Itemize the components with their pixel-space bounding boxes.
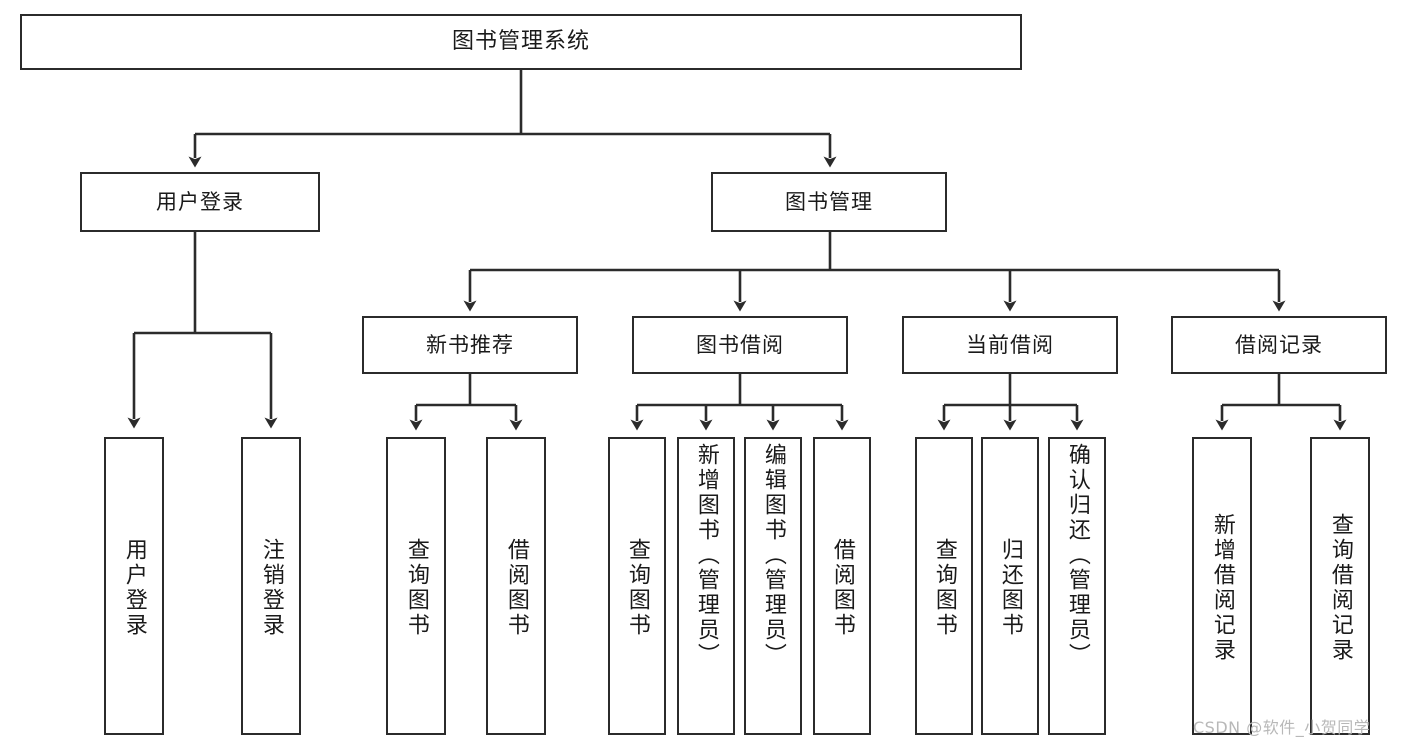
node-label: 当前借阅: [966, 332, 1054, 357]
node-current-borrow[interactable]: 当前借阅: [902, 316, 1118, 374]
node-label: 图书管理: [785, 189, 873, 214]
leaf-query-book-borrow[interactable]: 查询图书: [608, 437, 666, 735]
node-label: 新书推荐: [426, 332, 514, 357]
node-new-book-recommend[interactable]: 新书推荐: [362, 316, 578, 374]
node-label: 确认归还（管理员）: [1064, 443, 1090, 668]
node-label: 查询图书: [403, 538, 429, 638]
leaf-edit-book-admin[interactable]: 编辑图书（管理员）: [744, 437, 802, 735]
leaf-borrow-book-recommend[interactable]: 借阅图书: [486, 437, 546, 735]
node-label: 图书借阅: [696, 332, 784, 357]
node-label: 新增图书（管理员）: [693, 443, 719, 668]
node-root-system[interactable]: 图书管理系统: [20, 14, 1022, 70]
node-borrow-record[interactable]: 借阅记录: [1171, 316, 1387, 374]
leaf-add-book-admin[interactable]: 新增图书（管理员）: [677, 437, 735, 735]
leaf-query-book-recommend[interactable]: 查询图书: [386, 437, 446, 735]
node-label: 借阅记录: [1235, 332, 1323, 357]
leaf-logout[interactable]: 注销登录: [241, 437, 301, 735]
node-label: 注销登录: [258, 538, 284, 638]
node-label: 编辑图书（管理员）: [760, 443, 786, 668]
leaf-user-login[interactable]: 用户登录: [104, 437, 164, 735]
node-label: 用户登录: [121, 538, 147, 638]
leaf-query-borrow-record[interactable]: 查询借阅记录: [1310, 437, 1370, 735]
leaf-borrow-book[interactable]: 借阅图书: [813, 437, 871, 735]
leaf-return-book[interactable]: 归还图书: [981, 437, 1039, 735]
leaf-confirm-return-admin[interactable]: 确认归还（管理员）: [1048, 437, 1106, 735]
node-label: 图书管理系统: [451, 29, 590, 55]
node-label: 归还图书: [997, 538, 1023, 638]
node-book-borrow[interactable]: 图书借阅: [632, 316, 848, 374]
node-label: 借阅图书: [829, 538, 855, 638]
node-label: 新增借阅记录: [1209, 513, 1235, 663]
node-label: 查询借阅记录: [1327, 513, 1353, 663]
node-label: 用户登录: [156, 189, 244, 214]
node-book-management[interactable]: 图书管理: [711, 172, 947, 232]
node-user-login[interactable]: 用户登录: [80, 172, 320, 232]
node-label: 借阅图书: [503, 538, 529, 638]
node-label: 查询图书: [931, 538, 957, 638]
leaf-add-borrow-record[interactable]: 新增借阅记录: [1192, 437, 1252, 735]
node-label: 查询图书: [624, 538, 650, 638]
leaf-query-book-current[interactable]: 查询图书: [915, 437, 973, 735]
